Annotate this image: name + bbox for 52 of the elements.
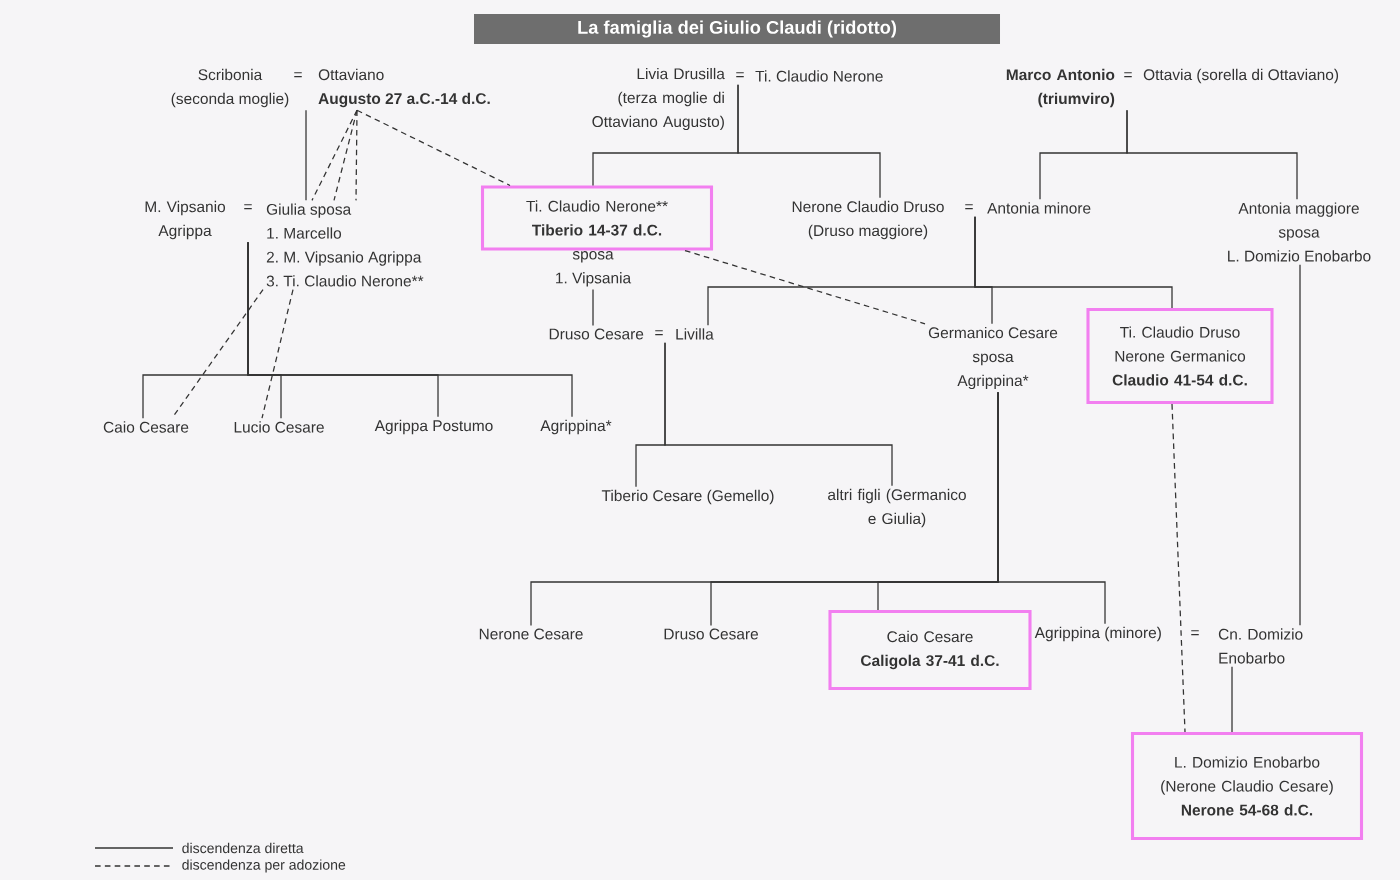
descent-line	[664, 342, 893, 487]
person-name: M. Vipsanio Agrippa	[145, 200, 226, 240]
legend-text: discendenza diretta	[182, 842, 304, 854]
person-entry: Scribonia (seconda moglie)	[171, 68, 289, 108]
ruler-box: Caio Cesare Caligola 37-41 d.C.	[828, 609, 1032, 691]
marriage-sign: =	[736, 72, 744, 78]
person-name: Antonia minore	[987, 202, 1091, 214]
adoption-line	[311, 109, 358, 201]
person-entry: Antonia maggiore sposa L. Domizio Enobarbo	[1228, 202, 1371, 262]
person-name: Cn. Domizio Enobarbo	[1218, 628, 1303, 664]
descent-line	[1299, 264, 1301, 626]
ruler-box: Ti. Claudio Nerone** Tiberio 14-37 d.C.	[480, 185, 714, 251]
descent-line	[974, 216, 1173, 309]
marriage-sign: =	[965, 204, 973, 210]
legend-text: discendenza per adozione	[182, 859, 346, 873]
marriage-sign: =	[294, 72, 302, 78]
ruler-box: Ti. Claudio Druso Nerone Germanico Claudio 41-54 d.C.	[1086, 307, 1274, 405]
adoption-line	[356, 109, 511, 187]
person-name: Ottavia (sorella di Ottaviano)	[1143, 68, 1339, 84]
descent-line	[997, 391, 1106, 625]
person-name: Druso Cesare	[664, 628, 758, 640]
descent-line	[247, 241, 573, 418]
person-name: altri figli (Germanico e Giulia)	[828, 488, 966, 528]
person-name: Livilla	[676, 328, 714, 340]
marriage-sign: =	[655, 330, 663, 336]
person-entry: Livia Drusilla (terza moglie di Ottaviano Augusto)	[592, 67, 725, 131]
ruler-box: L. Domizio Enobarbo (Nerone Claudio Cesare) Nerone 54-68 d.C.	[1130, 731, 1364, 841]
person-name: Caio Cesare	[103, 421, 189, 433]
descent-line	[1126, 109, 1298, 200]
marriage-sign: =	[1191, 630, 1199, 636]
descent-line	[305, 109, 307, 201]
person-name: Agrippina*	[540, 419, 612, 435]
adoption-line	[355, 109, 358, 201]
person-entry: Nerone Claudio Druso (Druso maggiore)	[792, 200, 944, 240]
marriage-sign: =	[244, 204, 252, 210]
person-name: Nerone Cesare	[479, 628, 583, 640]
descent-line	[1231, 666, 1233, 733]
descent-line	[592, 288, 594, 327]
person-name: Ti. Claudio Nerone	[755, 70, 883, 82]
marriage-sign: =	[1124, 72, 1132, 78]
person-entry: Germanico Cesare sposa Agrippina*	[928, 326, 1058, 390]
person-name: Marco Antonio (triumviro)	[1006, 68, 1115, 108]
person-name: Druso Cesare	[549, 328, 644, 340]
title-banner: La famiglia dei Giulio Claudi (ridotto)	[474, 14, 1000, 44]
person-name: Agrippa Postumo	[374, 419, 493, 435]
descent-line	[737, 84, 881, 199]
person-entry: Ottaviano Augusto 27 a.C.-14 d.C.	[318, 68, 490, 108]
spouse-note: sposa 1. Vipsania	[556, 251, 632, 287]
person-name: Lucio Cesare	[234, 421, 324, 433]
person-name: Tiberio Cesare (Gemello)	[601, 489, 774, 505]
person-name: Agrippina (minore)	[1034, 626, 1161, 642]
person-entry: Giulia sposa 1. Marcello 2. M. Vipsanio Agrippa 3. Ti. Claudio Nerone**	[266, 203, 424, 287]
